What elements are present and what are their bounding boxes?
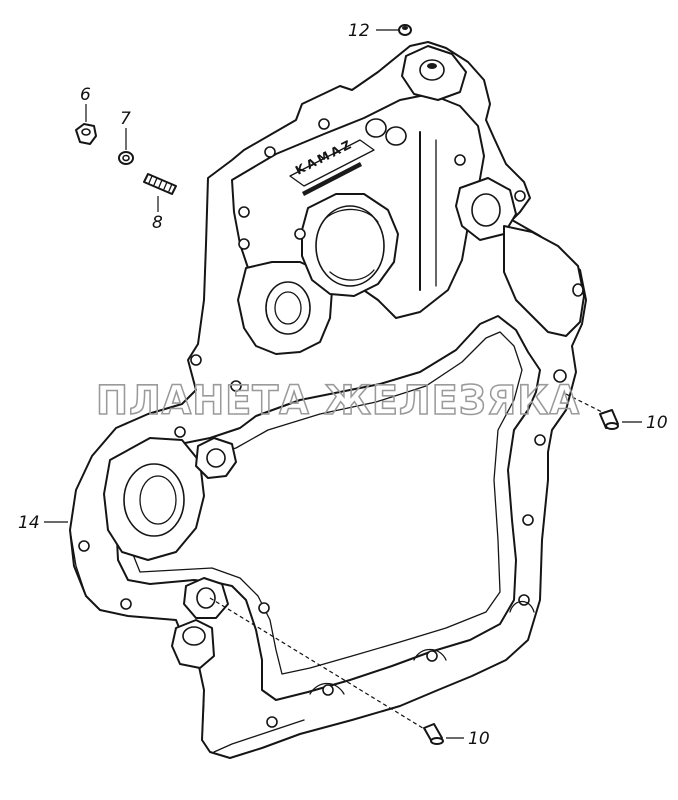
watermark: ПЛАНЕТА ЖЕЛЕЗЯКА: [96, 378, 580, 424]
part-10-dowel-lower: [423, 723, 444, 745]
callout-7: 7: [120, 109, 131, 129]
part-10-dowel-upper: [599, 409, 619, 430]
part-12-nut: [398, 24, 412, 36]
part-7-washer: [118, 151, 134, 165]
callout-10-lower: 10: [468, 729, 490, 749]
callout-14: 14: [18, 513, 40, 533]
callout-12: 12: [348, 21, 370, 41]
callout-8: 8: [152, 213, 163, 233]
bolt-holes: [78, 118, 567, 728]
timing-gear-housing: KAMAZ: [69, 41, 587, 759]
leader-lines: [44, 29, 642, 739]
callout-10-upper: 10: [646, 413, 668, 433]
callout-6: 6: [80, 85, 91, 105]
part-8-stud: [143, 173, 177, 195]
part-6-hex-nut: [75, 123, 97, 145]
